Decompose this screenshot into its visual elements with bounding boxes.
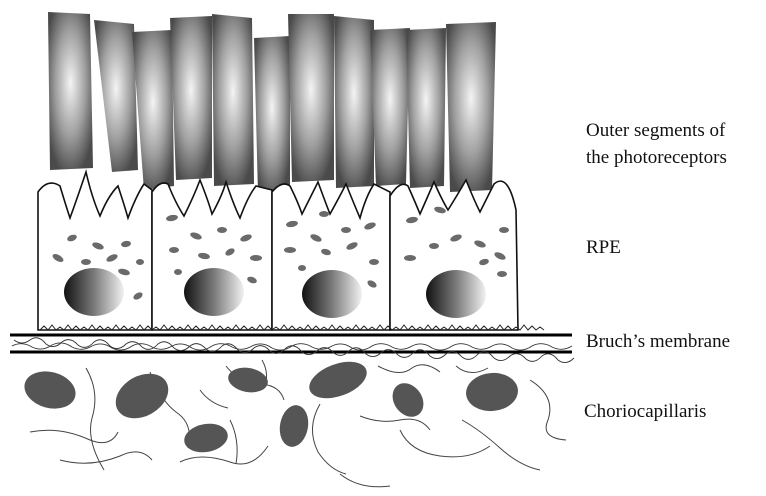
- choriocapillaris: [20, 355, 566, 487]
- granule: [81, 259, 91, 265]
- outer-segment: [254, 36, 290, 194]
- outer-segment: [370, 28, 410, 186]
- granule: [429, 243, 439, 249]
- granule: [497, 271, 507, 277]
- fiber: [462, 420, 540, 470]
- fiber: [530, 380, 566, 440]
- granule: [298, 265, 306, 271]
- nucleus: [64, 268, 124, 316]
- fiber: [230, 420, 237, 464]
- capillary: [277, 403, 312, 449]
- capillary-lumens: [20, 355, 519, 456]
- fiber: [200, 390, 228, 408]
- nucleus: [302, 270, 362, 318]
- outer-segments: [48, 12, 496, 194]
- bruchs-membrane: [10, 335, 574, 363]
- capillary: [386, 377, 430, 423]
- fiber: [60, 452, 152, 463]
- label-bruchs-membrane: Bruch’s membrane: [586, 328, 730, 355]
- granule: [369, 259, 379, 265]
- granule: [284, 247, 296, 253]
- granule: [341, 227, 351, 233]
- outer-segment: [94, 20, 138, 172]
- granule: [250, 255, 262, 261]
- capillary: [108, 365, 176, 428]
- outer-segment: [132, 30, 174, 190]
- granule: [169, 247, 179, 253]
- capillary: [304, 355, 371, 406]
- outer-segment: [288, 14, 334, 182]
- outer-segment: [48, 12, 93, 170]
- granule: [174, 269, 182, 275]
- outer-segment: [212, 14, 254, 186]
- granule: [499, 227, 509, 233]
- granule: [136, 259, 144, 265]
- capillary: [182, 420, 230, 455]
- label-rpe: RPE: [586, 234, 621, 261]
- capillary: [20, 366, 80, 414]
- fiber: [340, 474, 390, 487]
- label-outer-segments-line2: the photoreceptors: [586, 144, 727, 171]
- outer-segment: [406, 28, 446, 188]
- nucleus: [426, 270, 486, 318]
- fiber: [378, 365, 440, 373]
- granule: [404, 255, 416, 261]
- outer-segment: [446, 22, 496, 192]
- granule: [319, 211, 329, 217]
- outer-segment: [334, 16, 374, 188]
- label-choriocapillaris: Choriocapillaris: [584, 398, 706, 425]
- capillary: [464, 371, 519, 413]
- fiber: [86, 368, 104, 470]
- outer-segment: [170, 16, 212, 180]
- fiber: [30, 430, 118, 442]
- granule: [217, 227, 227, 233]
- fiber: [312, 404, 346, 474]
- nucleus: [184, 268, 244, 316]
- label-outer-segments-line1: Outer segments of: [586, 117, 725, 144]
- fiber: [400, 430, 490, 457]
- bruchs-fibers: [12, 338, 574, 363]
- fiber: [360, 416, 430, 430]
- capillary: [226, 365, 270, 396]
- fiber: [456, 366, 488, 373]
